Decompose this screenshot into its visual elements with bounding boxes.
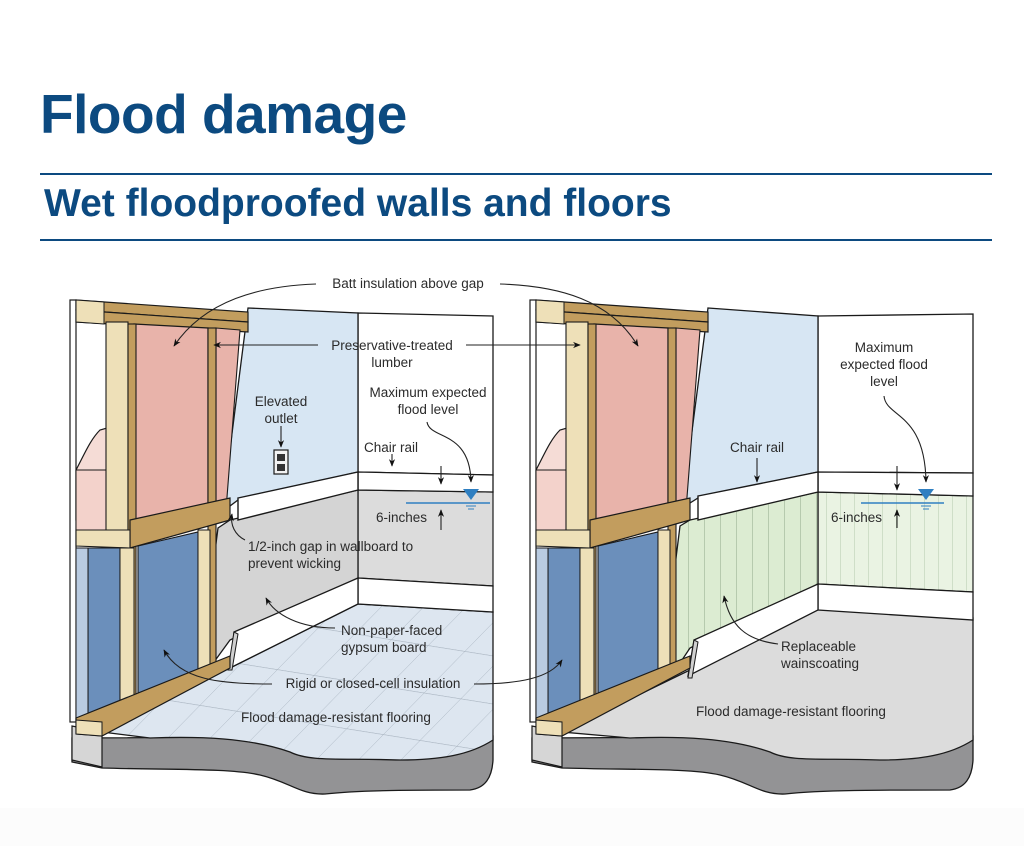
label-treated-lumber-2: lumber	[371, 355, 413, 370]
label-chair-rail: Chair rail	[364, 440, 418, 455]
left-chair-rail	[237, 471, 359, 521]
left-stud-1	[105, 321, 129, 537]
page-title: Flood damage	[40, 83, 407, 145]
page-subtitle: Wet floodproofed walls and floors	[44, 182, 672, 225]
right-concrete-floor	[559, 607, 974, 761]
label-left-flooring: Flood damage-resistant flooring	[241, 710, 431, 725]
label-outlet-1: Elevated	[255, 394, 308, 409]
label-batt-insulation: Batt insulation above gap	[332, 276, 484, 291]
left-water-level-icon	[463, 489, 479, 500]
right-back-wainscoting	[817, 491, 974, 593]
label-gypsum-1: Non-paper-faced	[341, 623, 442, 638]
left-batt-insulation	[133, 323, 209, 529]
right-chair-rail	[697, 471, 819, 521]
label-gypsum-2: gypsum board	[341, 640, 427, 655]
label-flood-level-2: flood level	[398, 402, 459, 417]
right-panel	[529, 299, 974, 795]
label-rigid-insulation: Rigid or closed-cell insulation	[286, 676, 461, 691]
label-wainscoting-1: Replaceable	[781, 639, 856, 654]
label-right-chair-rail: Chair rail	[730, 440, 784, 455]
label-right-flood-level-1: Maximum	[855, 340, 914, 355]
left-leaders	[163, 283, 474, 685]
right-batt-insulation	[593, 323, 669, 529]
left-back-wall-lower	[357, 489, 494, 587]
right-back-rail	[817, 471, 974, 497]
label-outlet-2: outlet	[264, 411, 297, 426]
right-water-level-icon	[918, 489, 934, 500]
left-tile-floor	[99, 603, 494, 761]
left-gypsum-board	[209, 489, 359, 664]
right-leaders	[466, 283, 929, 685]
footer-band	[0, 808, 1024, 846]
left-outer-edge	[69, 299, 77, 723]
label-right-flooring: Flood damage-resistant flooring	[696, 704, 886, 719]
label-right-six-inches: 6-inches	[831, 510, 882, 525]
label-flood-level-1: Maximum expected	[369, 385, 486, 400]
label-gap-1: 1/2-inch gap in wallboard to	[248, 539, 413, 554]
label-wainscoting-2: wainscoating	[780, 656, 859, 671]
label-gap-2: prevent wicking	[248, 556, 341, 571]
label-right-flood-level-3: level	[870, 374, 898, 389]
label-right-flood-level-2: expected flood	[840, 357, 928, 372]
left-panel	[69, 299, 494, 795]
right-rigid-insulation-1	[547, 547, 581, 723]
title-divider-top	[40, 173, 992, 175]
label-six-inches: 6-inches	[376, 510, 427, 525]
title-divider-bottom	[40, 239, 992, 241]
right-back-wall-upper	[817, 313, 974, 474]
left-rigid-insulation-1	[87, 547, 121, 723]
label-treated-lumber-1: Preservative-treated	[331, 338, 453, 353]
elevated-outlet-icon	[273, 449, 289, 475]
